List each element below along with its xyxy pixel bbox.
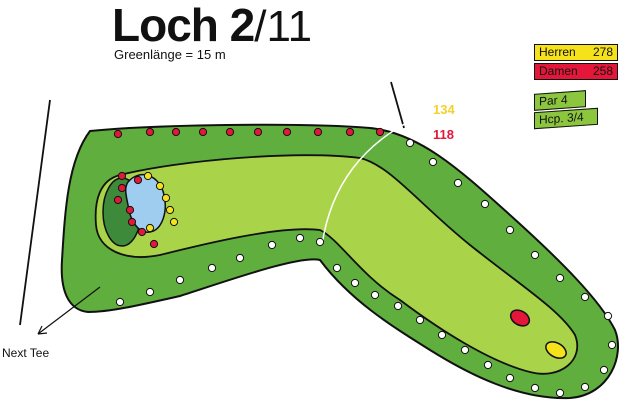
white-marker [428, 157, 438, 167]
white-marker [295, 233, 305, 243]
red-marker [125, 205, 135, 215]
white-marker [315, 237, 325, 247]
white-marker [267, 240, 277, 250]
red-marker [117, 183, 127, 193]
next-tee-arrowhead [37, 325, 48, 335]
white-marker [370, 290, 380, 300]
boundary-line-right [390, 81, 405, 129]
red-marker [345, 127, 355, 137]
tee-damen-label: Damen [539, 64, 578, 78]
yellow-marker [145, 223, 155, 233]
white-marker [607, 340, 617, 350]
white-marker [207, 263, 217, 273]
red-marker [113, 195, 123, 205]
tee-damen-badge: Damen 258 [534, 63, 618, 80]
hole-total: /11 [254, 2, 313, 51]
fairway [94, 154, 578, 375]
hole-number: Loch 2 [112, 0, 255, 51]
yellow-marker [165, 205, 175, 215]
white-marker [115, 297, 125, 307]
yellow-marker [169, 217, 179, 227]
tee-herren-length: 278 [592, 45, 613, 59]
boundary-markers [113, 127, 617, 398]
white-marker [603, 311, 613, 321]
red-marker [133, 175, 143, 185]
tee-marker-red [509, 309, 531, 327]
red-marker [127, 217, 137, 227]
white-marker [505, 225, 515, 235]
red-marker [253, 127, 263, 137]
white-marker [599, 365, 609, 375]
red-marker [375, 127, 385, 137]
white-marker [437, 330, 447, 340]
white-marker [453, 178, 463, 188]
white-marker [530, 383, 540, 393]
distance-yellow: 134 [433, 102, 455, 117]
white-marker [580, 292, 590, 302]
white-marker [460, 345, 470, 355]
white-marker [405, 138, 415, 148]
tee-marker-yellow [545, 341, 567, 359]
red-marker [313, 127, 323, 137]
red-marker [137, 227, 147, 237]
white-marker [580, 382, 590, 392]
yellow-marker [143, 171, 153, 181]
white-marker [555, 273, 565, 283]
green-length: Greenlänge = 15 m [114, 47, 226, 62]
red-marker [145, 127, 155, 137]
distance-arc [321, 111, 431, 246]
white-marker [530, 250, 540, 260]
red-marker [282, 127, 292, 137]
red-marker [149, 239, 159, 249]
white-marker [145, 287, 155, 297]
tee-herren-badge: Herren 278 [534, 44, 618, 61]
white-marker [480, 199, 490, 209]
red-marker [225, 127, 235, 137]
white-marker [175, 275, 185, 285]
white-marker [483, 360, 493, 370]
boundary-line-left [19, 99, 51, 326]
white-marker [555, 388, 565, 398]
yellow-marker [155, 181, 165, 191]
white-marker [505, 373, 515, 383]
next-tee-label: Next Tee [2, 346, 50, 360]
white-marker [415, 315, 425, 325]
red-marker [113, 129, 123, 139]
white-marker [393, 301, 403, 311]
red-marker [117, 171, 127, 181]
next-tee-arrow [37, 286, 101, 335]
tee-damen-length: 258 [592, 64, 613, 78]
red-marker [198, 127, 208, 137]
yellow-marker [161, 193, 171, 203]
red-marker [171, 127, 181, 137]
distance-red: 118 [433, 127, 454, 142]
white-marker [332, 263, 342, 273]
tee-herren-label: Herren [539, 45, 576, 59]
hole-title: Loch 2/11 [112, 0, 312, 52]
white-marker [235, 253, 245, 263]
white-marker [350, 278, 360, 288]
